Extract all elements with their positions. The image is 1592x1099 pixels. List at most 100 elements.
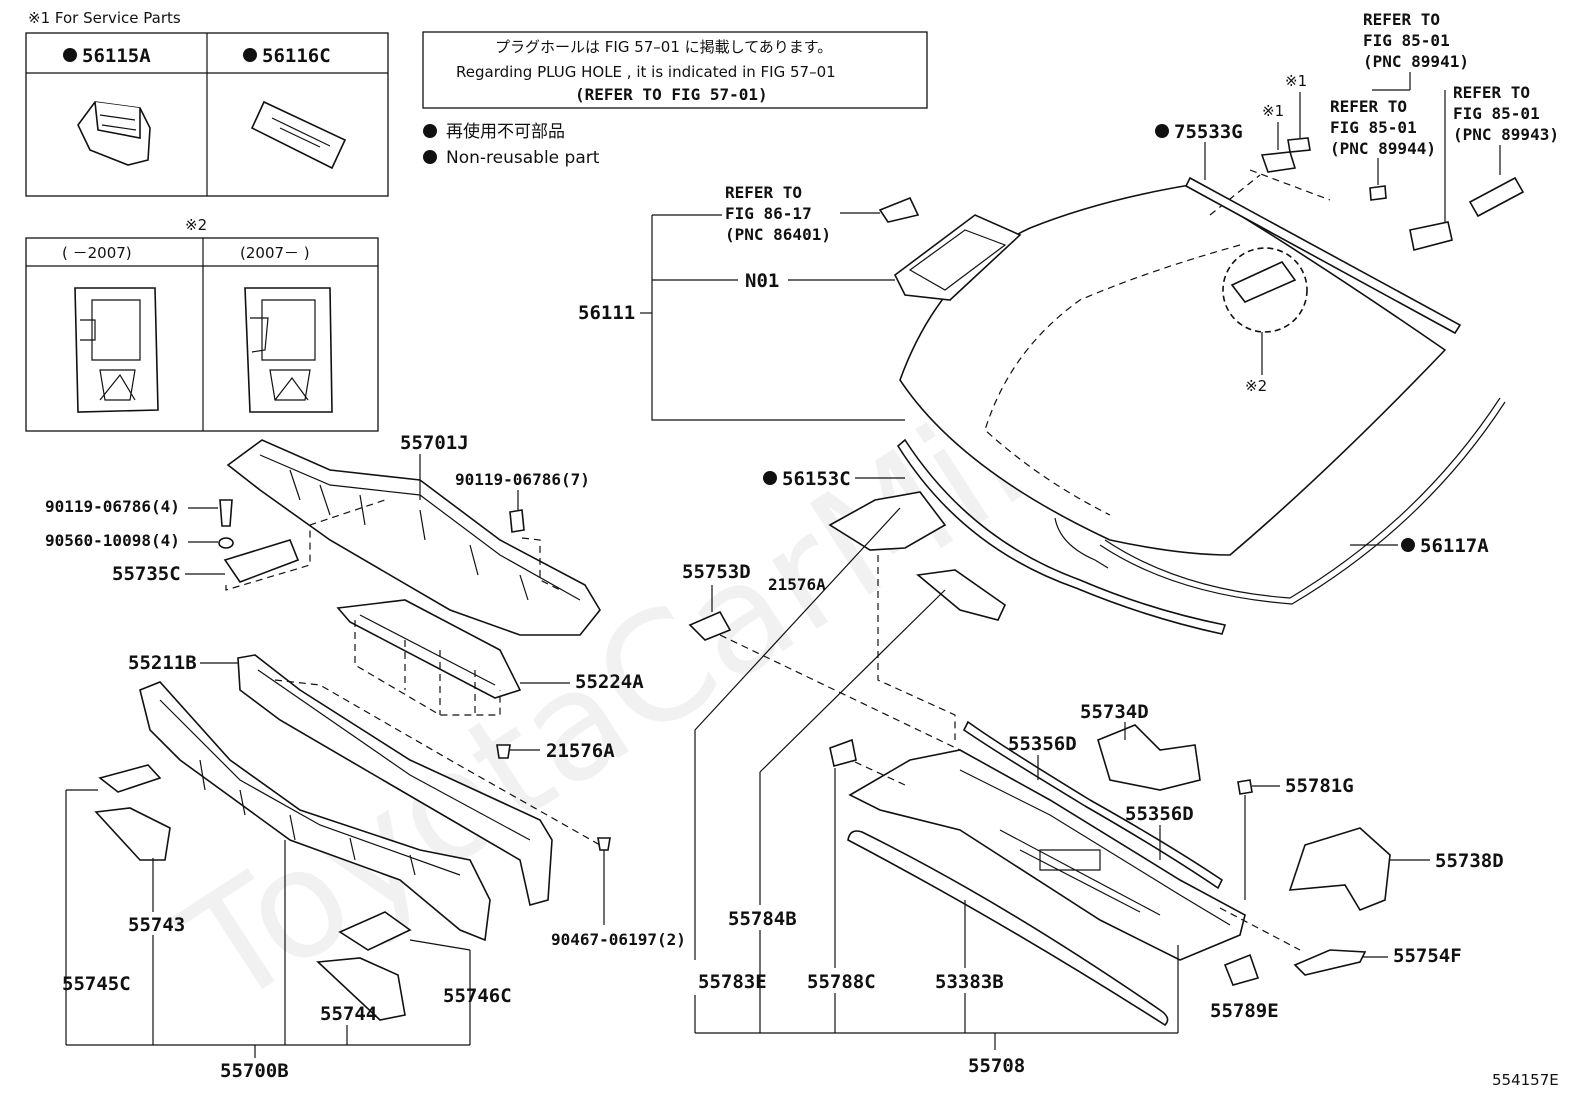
sensor-cover-2 xyxy=(1468,176,1525,218)
brace-55746C xyxy=(338,911,412,951)
part-label-55734D: 55734D xyxy=(1080,701,1149,723)
clip-21576A-a xyxy=(496,744,511,759)
legend-en: Non-reusable part xyxy=(446,148,600,168)
part-56115A-clip xyxy=(77,101,151,166)
year-col-before: ( －2007) xyxy=(62,244,132,262)
part-label-55746C: 55746C xyxy=(443,985,512,1007)
part-label-55735C: 55735C xyxy=(112,563,181,585)
note-refer: (REFER TO FIG 57-01) xyxy=(575,85,768,104)
seal-55754F xyxy=(1293,949,1367,976)
part-label-90560: 90560-10098(4) xyxy=(45,531,180,550)
non-reusable-dot xyxy=(63,48,77,62)
sensor-pad xyxy=(1369,185,1387,201)
svg-text:REFER TO: REFER TO xyxy=(1363,10,1440,29)
brace-55744 xyxy=(316,957,406,1021)
clip-55781G xyxy=(1237,779,1253,795)
washer-90560 xyxy=(218,537,234,549)
cover-55788C xyxy=(829,738,857,767)
note-jp: プラグホールは FIG 57–01 に掲載してあります。 xyxy=(495,38,832,56)
part-label-21576A-b: 21576A xyxy=(768,575,826,594)
clip-90467 xyxy=(597,837,611,851)
part-label-55701J: 55701J xyxy=(400,432,469,454)
year-variant-box xyxy=(25,237,379,432)
svg-text:(PNC 86401): (PNC 86401) xyxy=(725,225,831,244)
part-label-21576A-a: 21576A xyxy=(546,740,615,762)
refer-89944: REFER TO FIG 85-01 (PNC 89944) xyxy=(1330,97,1436,158)
rain-sensor-cover xyxy=(878,196,920,223)
part-label-55743: 55743 xyxy=(128,914,185,936)
part-label-55744: 55744 xyxy=(320,1003,377,1025)
part-label-53383B: 53383B xyxy=(935,971,1004,993)
clip-55753D xyxy=(688,610,732,641)
bracket-55735C xyxy=(223,539,300,583)
bracket-variant-after xyxy=(244,287,333,413)
figure-id: 554157E xyxy=(1492,1071,1559,1089)
svg-text:(PNC 89944): (PNC 89944) xyxy=(1330,139,1436,158)
svg-text:FIG 85-01: FIG 85-01 xyxy=(1453,104,1540,123)
svg-text:FIG 85-01: FIG 85-01 xyxy=(1363,31,1450,50)
note-mark-2: ※2 xyxy=(185,216,207,234)
part-label-55700B: 55700B xyxy=(220,1060,289,1082)
svg-text:(PNC 89943): (PNC 89943) xyxy=(1453,125,1559,144)
brace-55745C xyxy=(98,764,162,793)
legend-dot xyxy=(423,150,437,164)
note-mark-1b: ※1 xyxy=(1262,102,1284,120)
cowl-panel-55701J xyxy=(226,439,601,636)
cover-55789E xyxy=(1223,953,1260,986)
part-label-90467: 90467-06197(2) xyxy=(551,930,686,949)
cowl-louver-55708 xyxy=(848,749,1246,961)
seal-55738D xyxy=(1288,827,1391,911)
svg-text:(PNC 89941): (PNC 89941) xyxy=(1363,52,1469,71)
part-label-55789E: 55789E xyxy=(1210,1000,1279,1022)
note-mark-2-glass: ※2 xyxy=(1245,377,1267,395)
seal-53383B xyxy=(847,830,1169,1027)
bracket-variant-before xyxy=(74,287,159,413)
service-parts-header: ※1 For Service Parts xyxy=(28,9,181,27)
part-label-N01: N01 xyxy=(745,270,779,292)
year-col-after: (2007－ ) xyxy=(240,244,310,262)
louver-55783E xyxy=(916,569,1007,621)
bolt-90119-4 xyxy=(219,499,233,527)
plug-hole-note-box xyxy=(422,31,928,109)
part-label-75533G: 75533G xyxy=(1174,121,1243,143)
bolt-90119-7 xyxy=(509,509,525,533)
part-label-56115A: 56115A xyxy=(82,45,151,67)
legend-jp: 再使用不可部品 xyxy=(446,121,565,142)
refer-86401: REFER TO FIG 86-17 (PNC 86401) xyxy=(725,183,831,244)
part-label-55753D: 55753D xyxy=(682,561,751,583)
moulding-75533G xyxy=(1184,176,1462,335)
part-label-56116C: 56116C xyxy=(262,45,331,67)
dash-panel-55700B xyxy=(139,681,491,942)
part-label-55224A: 55224A xyxy=(575,671,644,693)
part-label-55788C: 55788C xyxy=(807,971,876,993)
non-reusable-dot xyxy=(243,48,257,62)
part-label-55783E: 55783E xyxy=(698,971,767,993)
svg-text:REFER TO: REFER TO xyxy=(1330,97,1407,116)
part-label-55356D-b: 55356D xyxy=(1125,803,1194,825)
moulding-56117A xyxy=(1104,397,1501,599)
part-label-90119-4: 90119-06786(4) xyxy=(45,497,180,516)
part-label-55754F: 55754F xyxy=(1393,945,1462,967)
note-mark-1a: ※1 xyxy=(1285,72,1307,90)
part-label-55211B: 55211B xyxy=(128,652,197,674)
reinforcement-55211B xyxy=(237,654,553,906)
sensor-cover xyxy=(1409,221,1453,251)
svg-text:FIG 85-01: FIG 85-01 xyxy=(1330,118,1417,137)
part-label-55781G: 55781G xyxy=(1285,775,1354,797)
svg-text:REFER TO: REFER TO xyxy=(1453,83,1530,102)
part-label-55356D-a: 55356D xyxy=(1008,733,1077,755)
refer-89943: REFER TO FIG 85-01 (PNC 89943) xyxy=(1453,83,1559,144)
legend-dot xyxy=(423,124,437,138)
part-label-56117A: 56117A xyxy=(1420,535,1489,557)
seal-55356D xyxy=(962,720,1224,890)
brace-55743 xyxy=(94,807,171,861)
part-56116C-seal xyxy=(250,100,347,170)
part-label-55708: 55708 xyxy=(968,1055,1025,1077)
part-label-55738D: 55738D xyxy=(1435,850,1504,872)
seal-55734D xyxy=(1097,724,1201,791)
svg-text:FIG 86-17: FIG 86-17 xyxy=(725,204,812,223)
refer-89941: REFER TO FIG 85-01 (PNC 89941) xyxy=(1363,10,1469,71)
svg-text:REFER TO: REFER TO xyxy=(725,183,802,202)
part-label-55745C: 55745C xyxy=(62,973,131,995)
